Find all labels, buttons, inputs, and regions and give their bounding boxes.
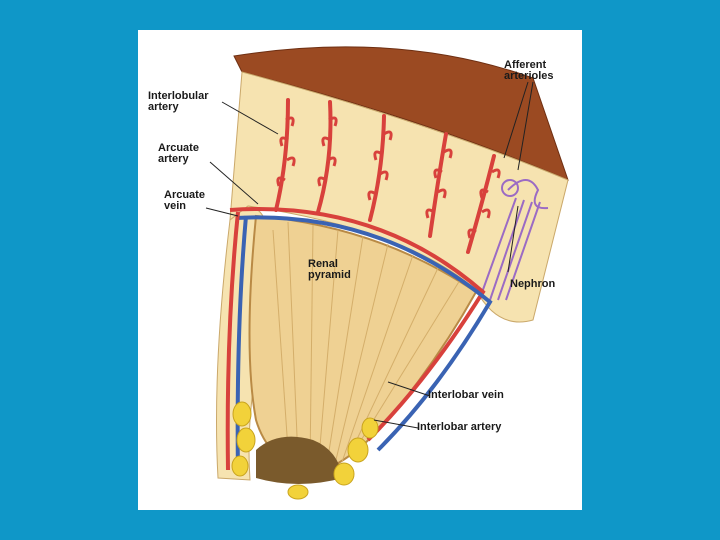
nephron-label: Nephron bbox=[510, 279, 555, 290]
afferent-arterioles-label: Afferent arterioles bbox=[504, 60, 554, 82]
renal-pyramid-label: Renal pyramid bbox=[308, 259, 351, 281]
interlobar-artery-label: Interlobar artery bbox=[417, 422, 501, 433]
arcuate-vein-label: Arcuate vein bbox=[164, 190, 205, 212]
slide-panel: Interlobular artery Arcuate artery Arcua… bbox=[138, 30, 582, 510]
arcuate-artery-label: Arcuate artery bbox=[158, 143, 199, 165]
interlobar-vein-label: Interlobar vein bbox=[428, 390, 504, 401]
interlobular-artery-label: Interlobular artery bbox=[148, 91, 209, 113]
